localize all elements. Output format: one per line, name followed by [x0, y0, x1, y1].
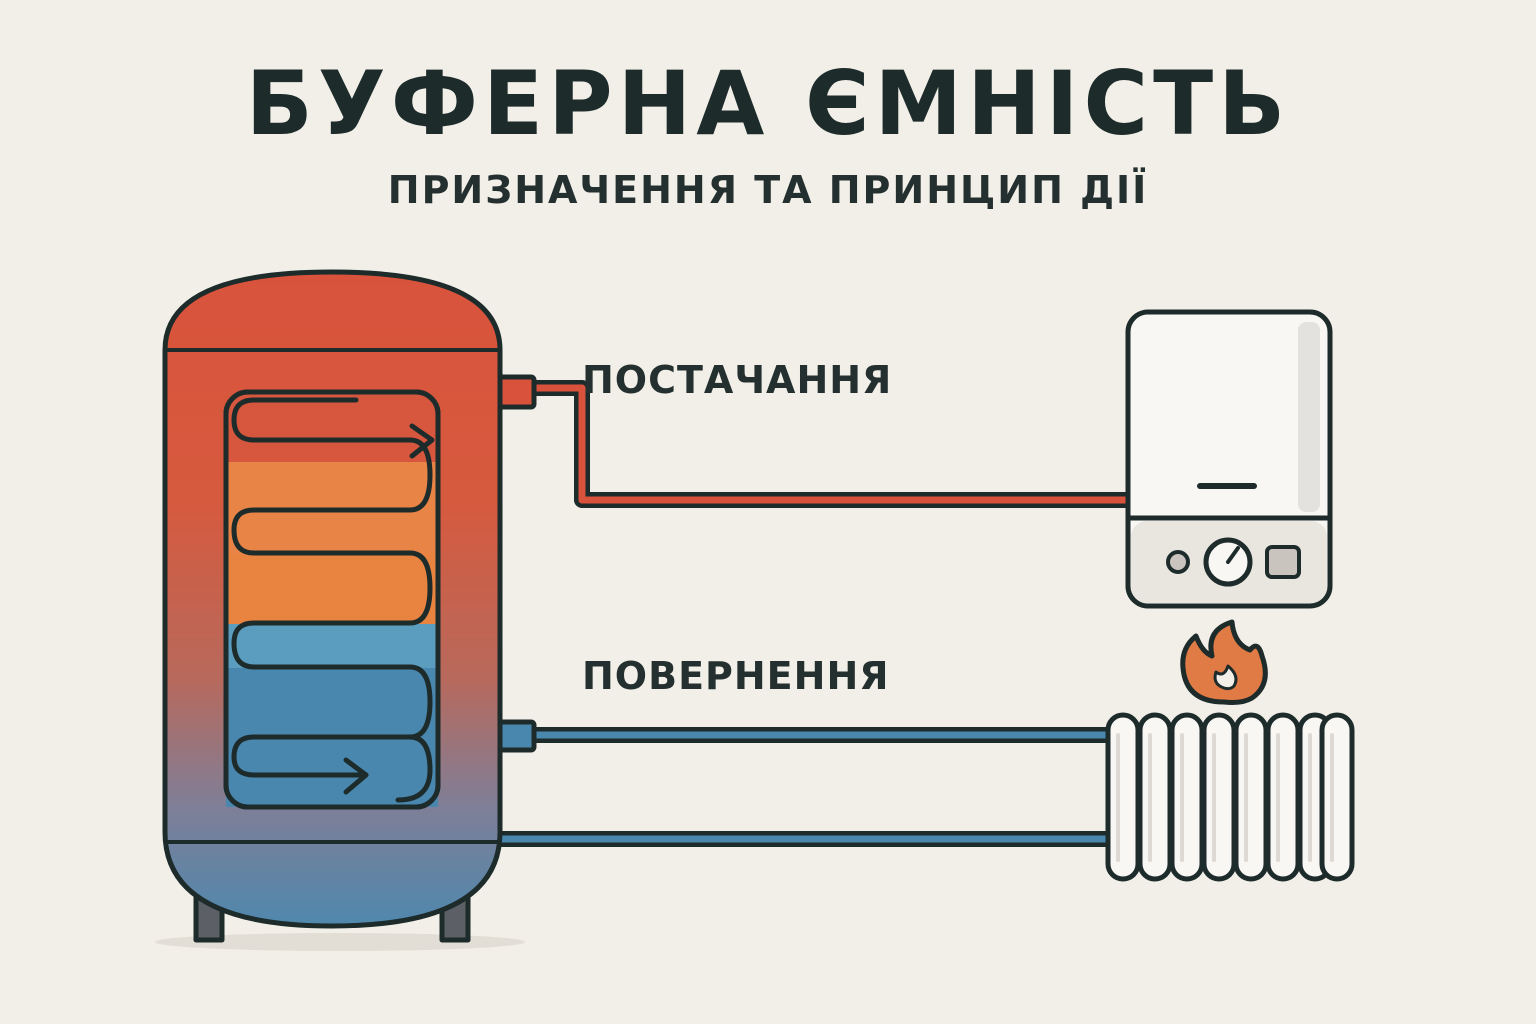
tank-layers [223, 389, 441, 810]
flow-arrow-icon [409, 423, 435, 459]
return-pipe [491, 719, 1112, 753]
supply-pipe [491, 374, 1130, 508]
boiler-button-icon [1265, 545, 1301, 579]
heat-coil [231, 397, 433, 803]
return-label: ПОВЕРНЕННЯ [582, 654, 890, 698]
diagram-title: БУФЕРНА ЄМНІСТЬ [245, 52, 1291, 155]
flame-icon [1180, 619, 1268, 705]
supply-label: ПОСТАЧАННЯ [582, 358, 893, 402]
diagram-subtitle: ПРИЗНАЧЕННЯ ТА ПРИНЦИП ДІЇ [387, 168, 1149, 212]
radiator [1105, 712, 1355, 882]
radiator-highlights [1116, 733, 1334, 862]
boiler [1125, 309, 1333, 609]
tank-shadow [155, 933, 525, 951]
indicator-light-icon [1166, 550, 1190, 574]
flow-arrow-icon [343, 757, 369, 795]
